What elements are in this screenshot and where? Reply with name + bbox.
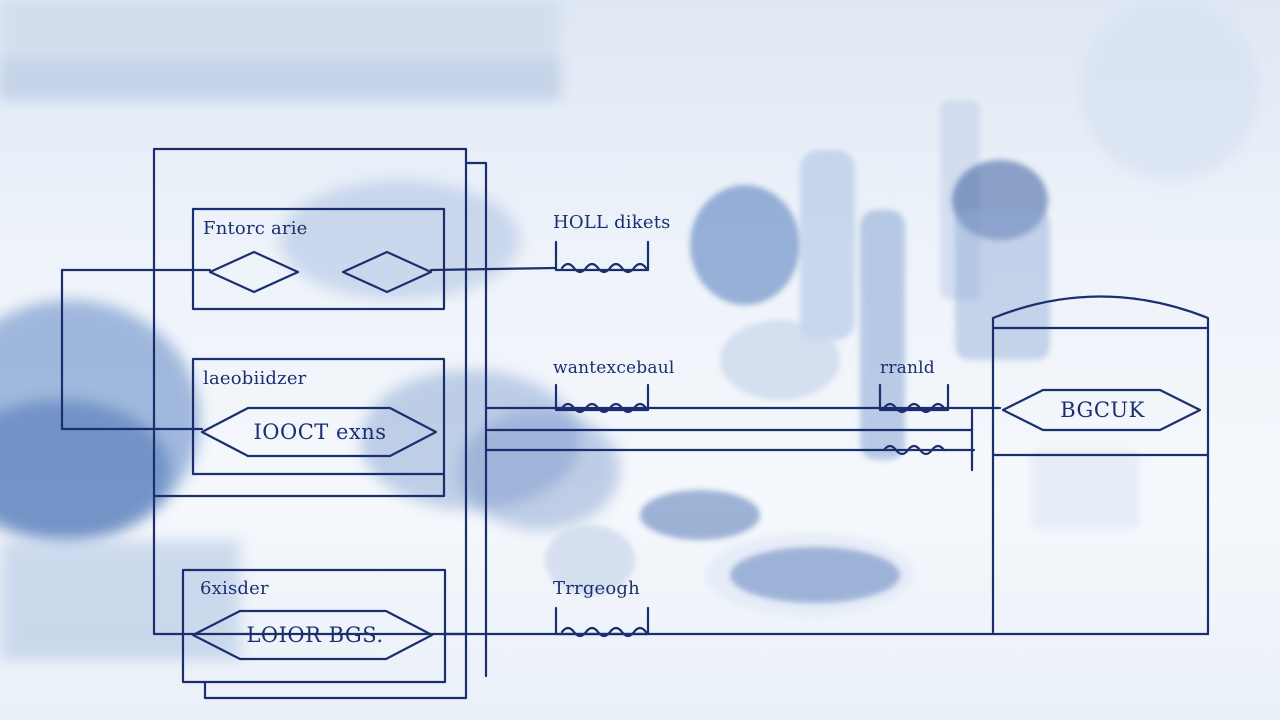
main-frame [152, 147, 468, 636]
block-2-box [191, 357, 446, 476]
node-right-shape [1001, 388, 1202, 432]
jar-shape [690, 185, 800, 305]
cup-shape [720, 320, 840, 400]
block-2-title: laeobiidzer [203, 368, 307, 389]
node-right-label: BGCUK [1060, 398, 1145, 422]
bread-shape [545, 525, 635, 595]
bottle-shape-2 [860, 210, 905, 460]
component-2-coil [560, 402, 648, 414]
top-connector [429, 266, 558, 272]
seeds-shape [640, 490, 760, 540]
herb-jar-shape [955, 210, 1050, 360]
left-loop-connector [60, 268, 212, 431]
component-2-label: wantexcebaul [553, 358, 675, 378]
glass-shape [1080, 0, 1260, 180]
block-2-shadow [152, 472, 446, 498]
component-3-bracket [878, 383, 950, 412]
block-1-box [191, 207, 446, 311]
block-1-title: Fntorc arie [203, 218, 308, 239]
component-1-bracket [554, 240, 650, 272]
block-1-diamond-right [341, 250, 433, 294]
node-middle-shape [200, 406, 438, 458]
component-3-coil [882, 402, 946, 414]
component-4-coil [882, 444, 946, 456]
food-pile-shadow [0, 400, 170, 540]
block-1-diamond-left [208, 250, 300, 294]
component-5-label: Trrgeogh [553, 578, 640, 599]
component-2-bracket [554, 383, 650, 412]
box-shape [1030, 450, 1140, 530]
component-3-label: rranld [880, 358, 935, 378]
block-3-shadow [203, 632, 468, 700]
block-3-box [181, 568, 447, 684]
tray-shape [0, 540, 240, 660]
right-tank-outline [991, 295, 1210, 636]
component-1-label: HOLL dikets [553, 212, 671, 233]
node-bottom-shape [191, 609, 434, 661]
bottle-shape [800, 150, 855, 340]
node-bottom-label: LOIOR BGS. [246, 623, 384, 647]
block-3-title: 6xisder [200, 578, 269, 599]
node-middle-label: IOOCT exns [253, 420, 387, 444]
component-1-coil [560, 262, 648, 274]
shelf-shape [0, 60, 560, 100]
dark-plate-shape [460, 410, 620, 530]
main-frame-side [464, 161, 488, 678]
seed-bowl-contents [730, 547, 900, 603]
